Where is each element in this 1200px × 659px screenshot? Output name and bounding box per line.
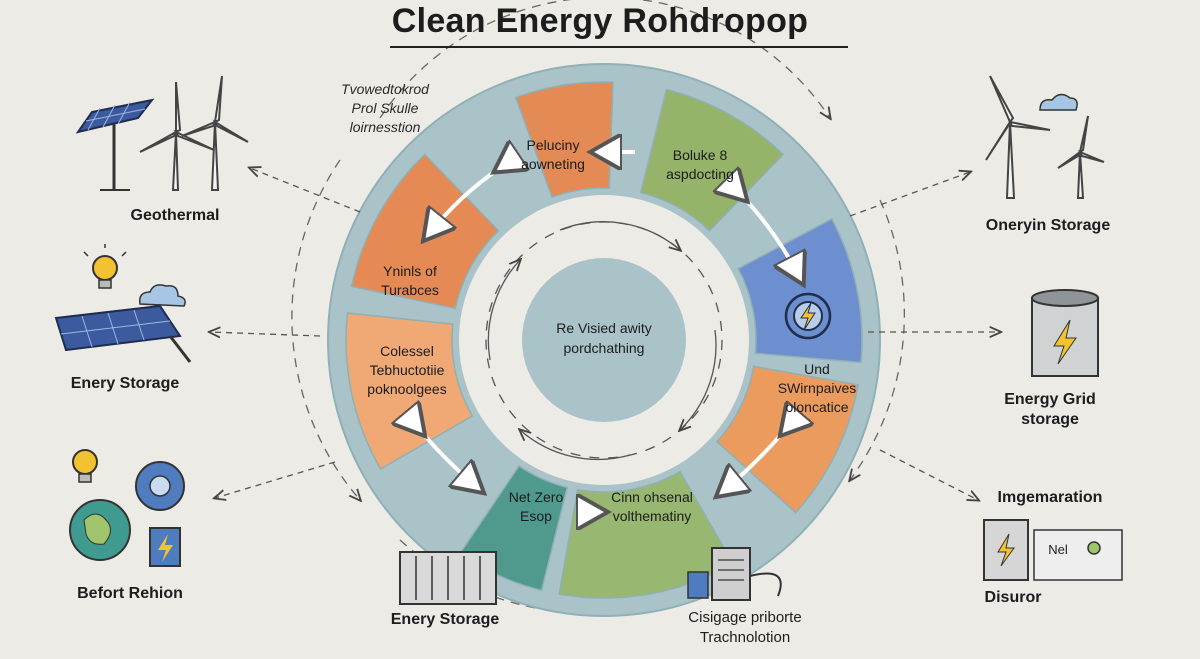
segment-label-7: Colessel Tebhuctotiie poknoolgees [352,342,462,399]
battery-card-icon [149,527,181,567]
segment-6-line-2: Esop [520,508,552,524]
segment-7-line-2: Tebhuctotiie [369,362,445,378]
earth-gear-icon [69,499,131,561]
globe-gear-icon [135,461,185,511]
label-enery-storage-bottom: Enery Storage [390,611,500,628]
segment-label-6: Net Zero Esop [486,488,586,526]
storage-cylinder-icon [1031,289,1099,377]
segment-8-line-1: Yninls of [383,263,437,279]
inner-arrow-2 [680,329,717,430]
inner-arrow-4 [487,260,520,361]
idea-bulb-icon [72,449,98,483]
note-line-3: loirnesstion [349,119,421,135]
label-enery-storage-left: Enery Storage [70,375,180,392]
center-label: Re Visied awity pordchathing [524,318,684,358]
side-connectors [210,168,1000,500]
segment-4-line-3: oloncatice [785,399,849,415]
label-oneryin-storage: Oneryin Storage [985,217,1111,234]
segment-2-line-2: aspdocting [666,166,734,182]
note-line-1: Tvowedtokrod [341,81,429,97]
outer-flow-arc-left [291,159,360,500]
segment-label-5: Cinn ohsenal volthematiny [592,488,712,526]
inner-arrow-1 [559,221,680,250]
wind-turbine-icon [139,75,249,191]
inner-arrow-3 [520,430,631,461]
cloud-icon [138,284,186,307]
solar-array-icon [54,304,192,363]
segment-label-4: Und SWirnpaives oloncatice [752,360,882,417]
segment-label-1: Peluciny aowneting [498,136,608,174]
wind-turbines-right-icon [985,75,1105,199]
label-cisigage-line-1: Cisigage priborte [688,609,802,626]
segment-2-line-1: Boluke 8 [672,147,728,163]
inner-disc [522,258,686,422]
note-block: Tvowedtokrod Prol Skulle loirnesstion [320,80,450,137]
label-imgemaration: Imgemaration [997,489,1103,506]
light-bulb-icon [83,244,127,289]
note-line-2: Prol Skulle [351,100,419,116]
label-energy-grid-line-1: Energy Grid [1004,391,1096,408]
label-befort-rehion: Befort Rehion [77,585,183,602]
segment-4-line-2: SWirnpaives [777,380,857,396]
segment-label-8: Yninls of Turabces [360,262,460,300]
title-underline [390,46,848,48]
segment-1-line-1: Peluciny [526,137,580,153]
center-line-1: Re Visied awity [556,320,652,336]
segment-5-line-2: volthematiny [612,508,692,524]
outer-flow-arc-right [850,199,905,480]
label-disuror: Disuror [984,589,1042,606]
power-cabinet-icon [983,519,1123,581]
segment-6-line-1: Net Zero [508,489,564,505]
label-geothermal: Geothermal [130,207,220,224]
segment-7-line-3: poknoolgees [367,381,447,397]
outer-flow-arc-top [379,0,830,118]
ring-segment-2 [639,88,785,232]
solar-panel-icon [75,98,155,191]
label-cisigage: Cisigage priborte Trachnolotion [660,608,830,648]
label-energy-grid-storage: Energy Grid storage [990,390,1110,430]
server-rack-icon [687,547,782,601]
label-cisigage-line-2: Trachnolotion [699,629,791,646]
segment-1-line-2: aowneting [521,156,585,172]
segment-4-line-1: Und [804,361,830,377]
label-energy-grid-line-2: storage [1021,411,1079,428]
segment-connector-arrows [420,152,800,512]
segment-label-2: Boluke 8 aspdocting [640,146,760,184]
segment-5-line-1: Cinn ohsenal [611,489,693,505]
cabinet-label: Nel [1048,542,1068,557]
segment-8-line-2: Turabces [381,282,439,298]
storage-container-icon [399,551,497,605]
diagram-title: Clean Energy Rohdropop [391,2,809,40]
bolt-badge-icon [784,292,832,340]
center-line-2: pordchathing [563,340,645,356]
segment-7-line-1: Colessel [380,343,434,359]
